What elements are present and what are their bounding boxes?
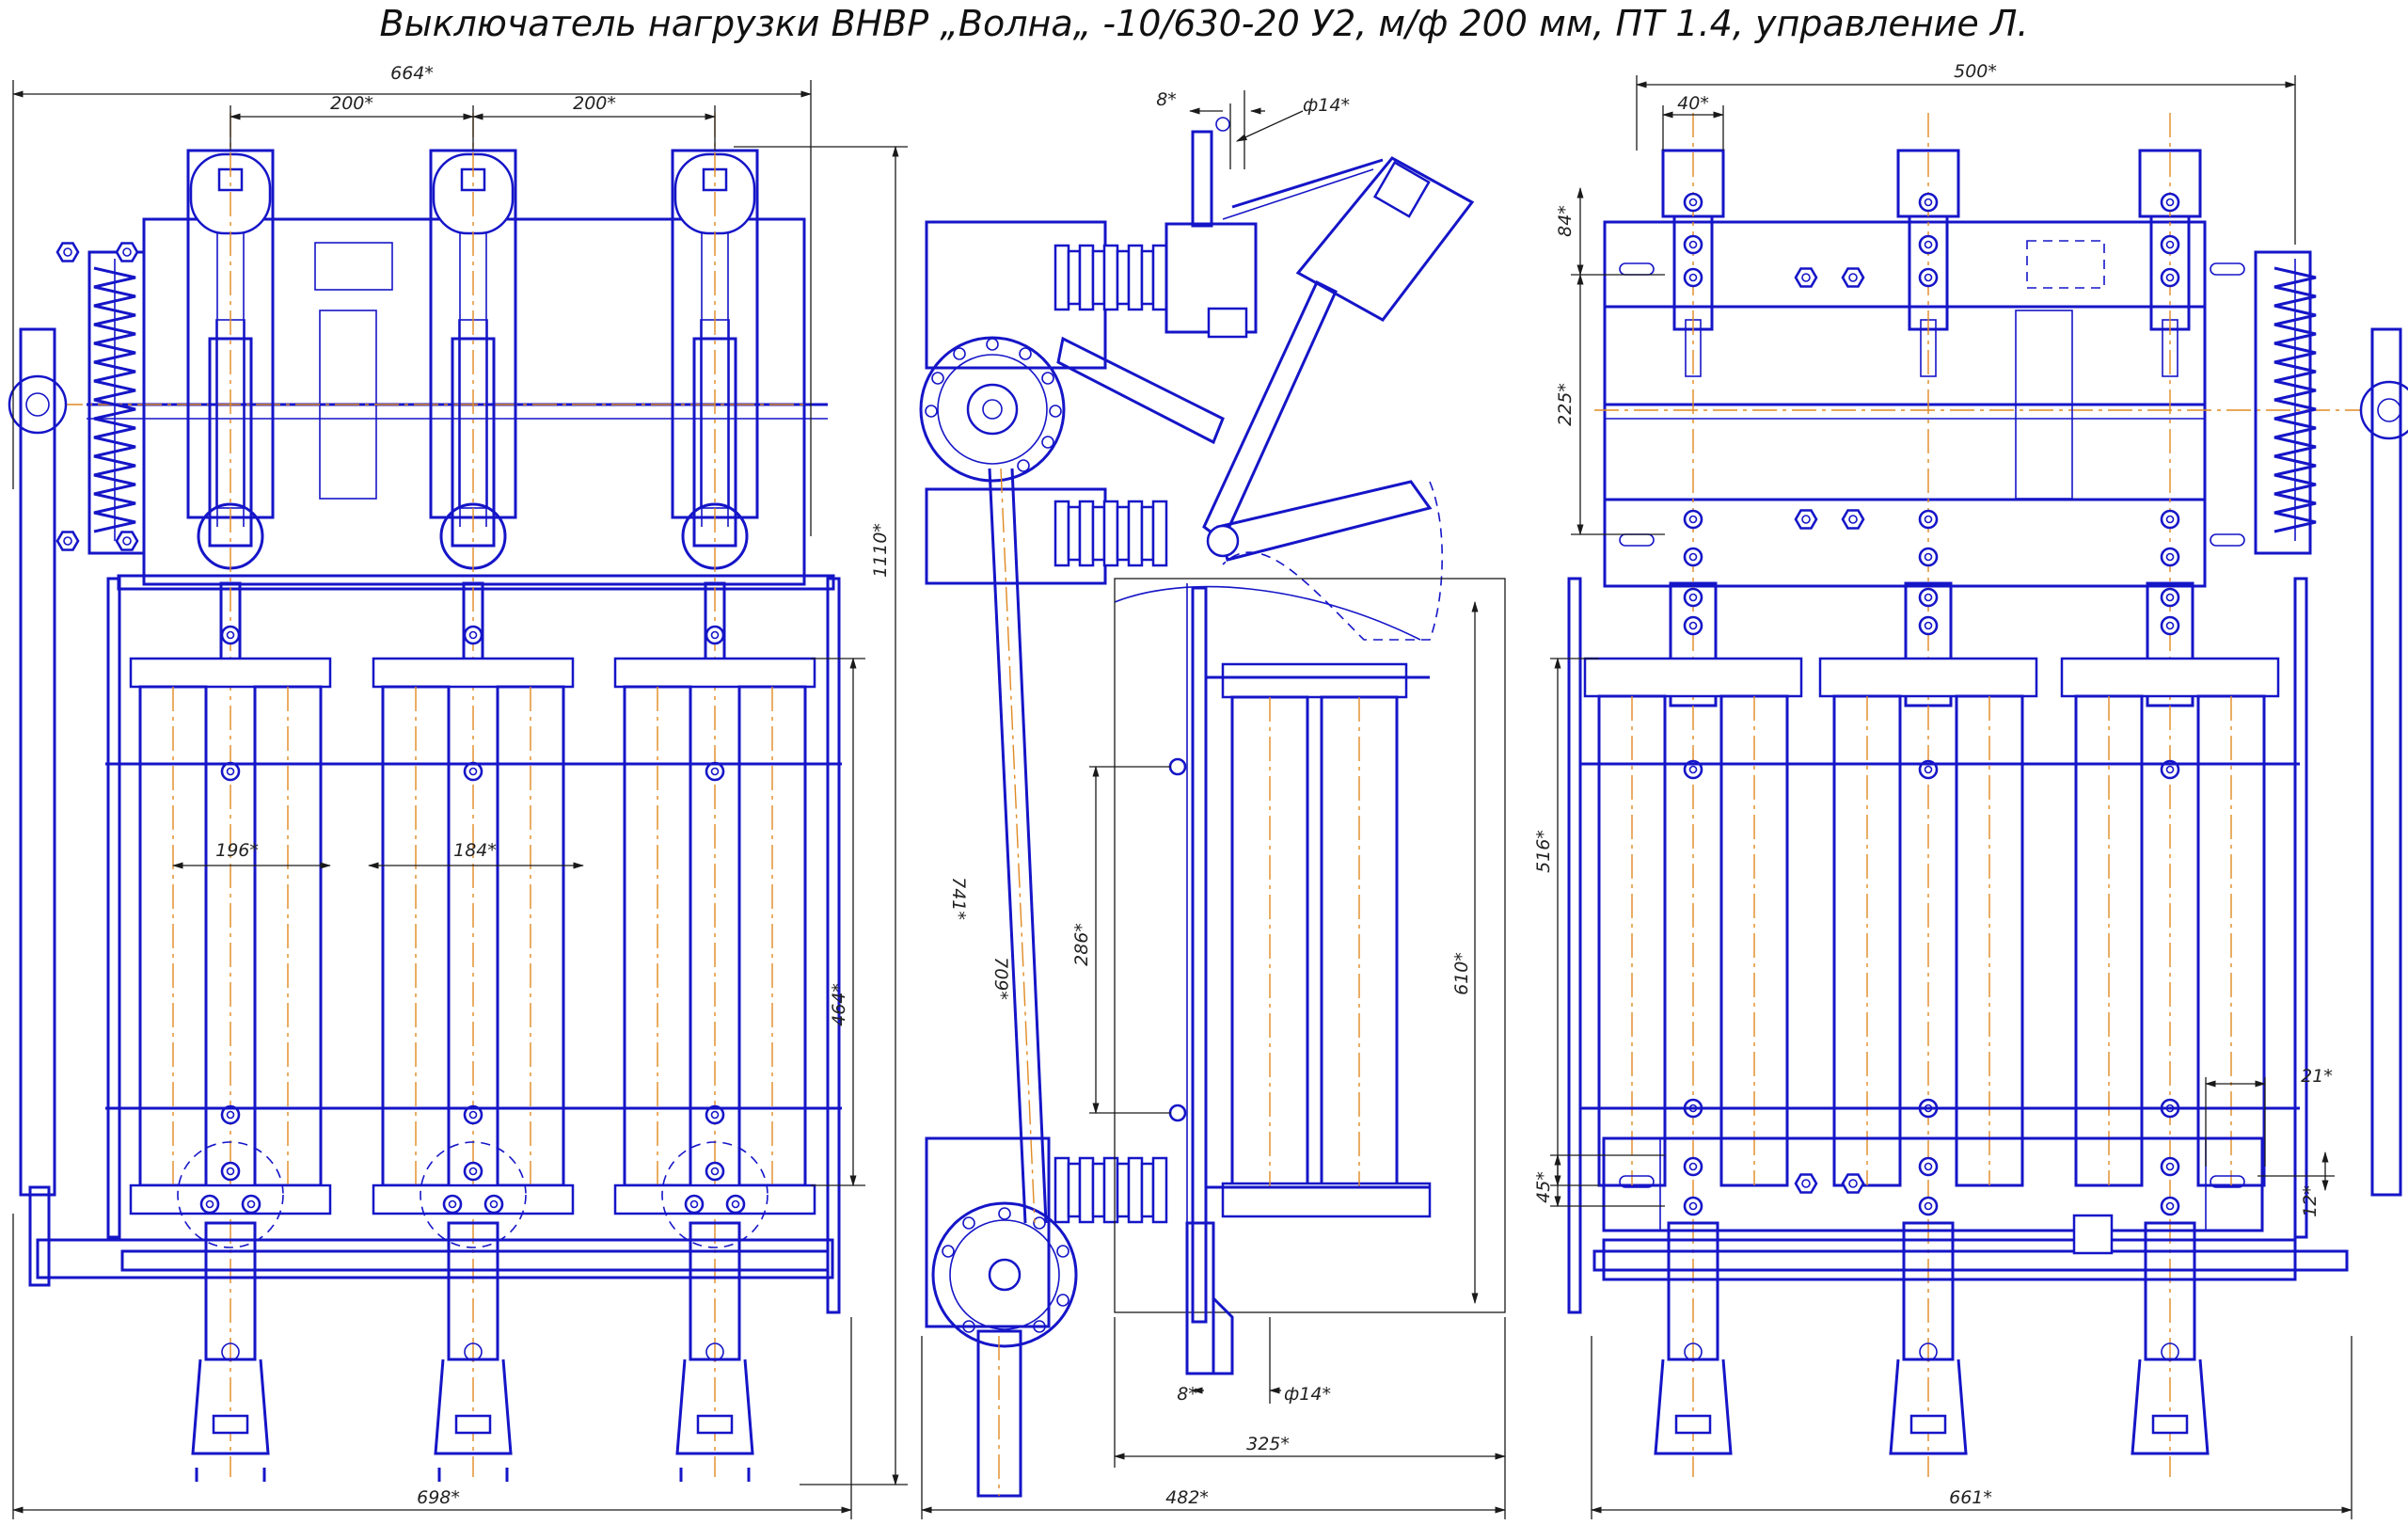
dim-side-fuse: 610*: [1451, 952, 1472, 995]
rear-pole-middle: [1820, 113, 2036, 1477]
dim-rear-top-plate: 84*: [1555, 205, 1576, 237]
dim-rear-width-top: 500*: [1954, 61, 1997, 82]
rear-view: [1567, 113, 2408, 1477]
front-view: [8, 113, 842, 1482]
front-spring: [92, 257, 137, 543]
side-view: [919, 90, 1506, 1498]
dim-side-width: 482*: [1165, 1487, 1209, 1508]
dim-side-bottom-gap: 8*: [1177, 1384, 1197, 1405]
dim-rear-width-bottom: 661*: [1949, 1487, 1992, 1508]
dim-fuse-height: 464*: [829, 983, 849, 1026]
dim-front-width-top: 664*: [390, 63, 434, 84]
dim-rear-ear: 40*: [1677, 93, 1709, 114]
dim-rear-fuse: 516*: [1533, 830, 1554, 873]
rear-pole-right: [2062, 113, 2278, 1477]
dim-rear-offset-b: 12*: [2300, 1185, 2321, 1217]
dim-side-base: 325*: [1246, 1434, 1290, 1454]
rear-pole-left: [1585, 113, 1801, 1477]
rear-dimensions: 500* 40* 84* 225* 516* 45* 21* 12* 661*: [1533, 61, 2353, 1519]
dim-fuse-span-left: 196*: [215, 840, 259, 861]
drawing-title: Выключатель нагрузки ВНВР „Волна„ -10/63…: [380, 3, 2029, 44]
front-dimensions: 664* 200* 200* 1110* 196* 184* 464* 698*: [11, 63, 908, 1519]
dim-side-rod-a: 741*: [948, 877, 969, 920]
dim-rear-mid: 225*: [1555, 383, 1576, 426]
dim-pitch-left: 200*: [330, 93, 373, 114]
dim-side-rod-b: 709*: [990, 957, 1011, 1000]
dim-side-hole-bottom: ф14*: [1284, 1384, 1331, 1405]
dim-rear-offset-a: 21*: [2301, 1066, 2333, 1087]
dim-pitch-right: 200*: [573, 93, 616, 114]
dim-height-total: 1110*: [870, 523, 891, 578]
side-dimensions: 8* ф14* 741* 709* 286* 610* 8* ф14* 325*…: [920, 89, 1507, 1519]
dim-side-hole-top: ф14*: [1303, 95, 1350, 116]
dim-side-mid: 286*: [1071, 923, 1092, 966]
dim-side-top-gap: 8*: [1156, 89, 1177, 110]
dim-front-width-bottom: 698*: [417, 1487, 460, 1508]
dim-rear-bottom-plate: 45*: [1533, 1171, 1554, 1203]
dim-fuse-span-right: 184*: [453, 840, 497, 861]
